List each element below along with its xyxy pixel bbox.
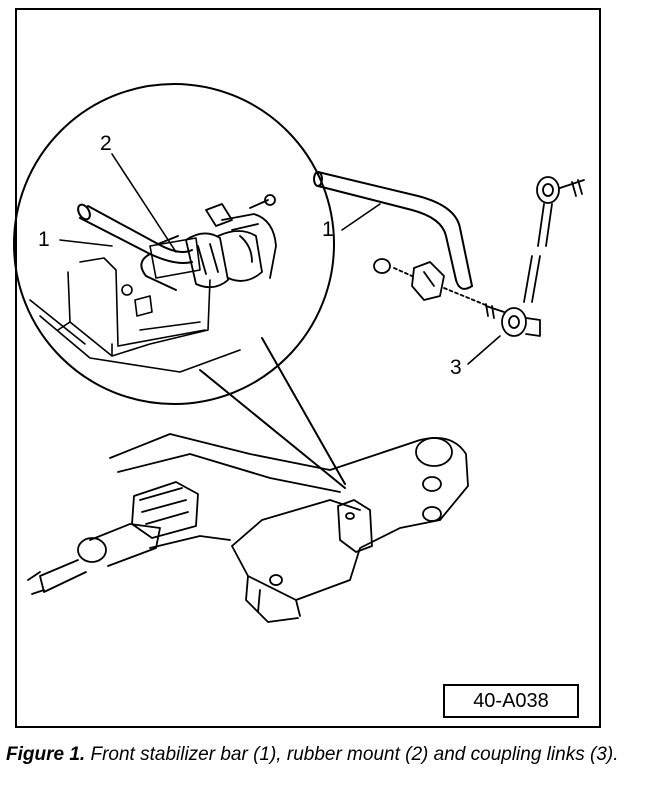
leader-1-exploded [341,203,381,231]
exploded-stabilizer-bar [313,171,473,290]
callout-bar-detail: 1 [38,228,50,251]
leader-2-detail [111,153,177,253]
figure-caption: Figure 1. Front stabilizer bar (1), rubb… [6,742,650,768]
detail-bracket [29,237,241,373]
subframe-assembly [27,433,469,623]
caption-text: Front stabilizer bar (1), rubber mount (… [90,744,619,765]
callout-bar-exploded: 1 [322,218,334,241]
exploded-coupling-link [485,176,585,337]
callout-mount-detail: 2 [100,132,112,155]
detail-stabilizer-bar [77,203,193,291]
exploded-view [313,171,585,337]
reference-code: 40-A038 [443,684,579,718]
figure-frame [15,8,601,728]
detail-rubber-mount [185,194,277,289]
exploded-mount [373,258,489,307]
callout-leaders [59,153,501,365]
detail-view [13,83,346,489]
caption-label: Figure 1. [6,744,86,765]
detail-leader-right [261,337,346,485]
leader-3-exploded [467,335,501,365]
detail-circle [13,83,335,405]
detail-leader-left [199,369,346,489]
leader-1-detail [59,239,113,247]
callout-link-exploded: 3 [450,356,462,379]
